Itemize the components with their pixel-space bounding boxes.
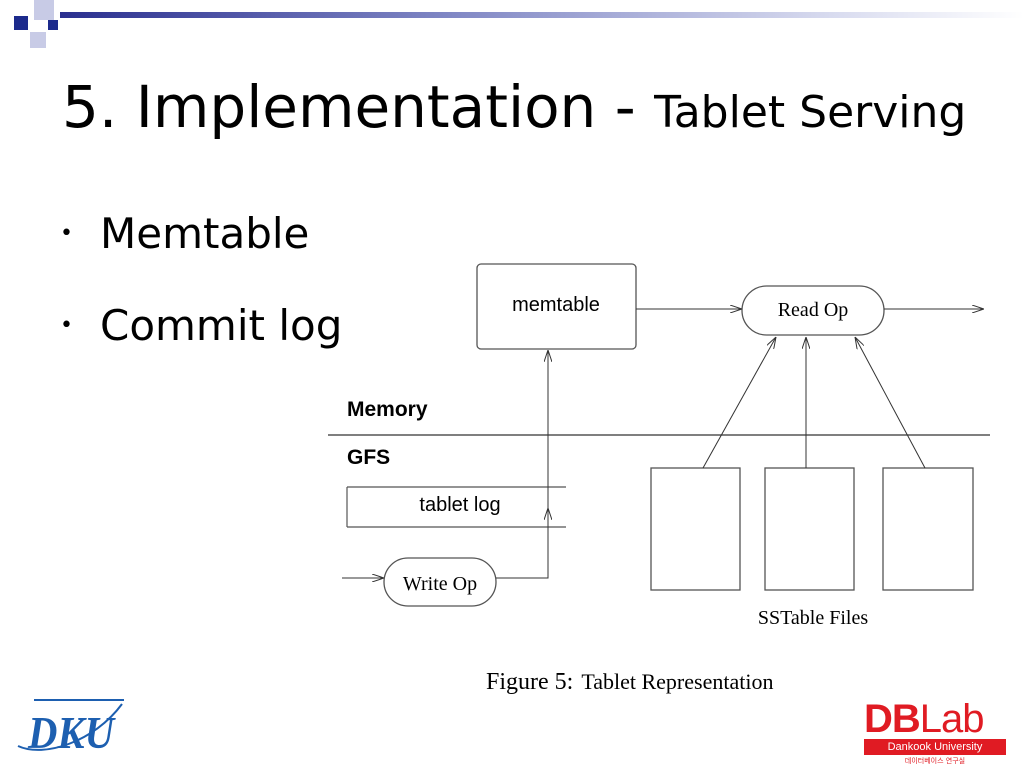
- dku-logo-text: DKU: [27, 707, 116, 758]
- dku-logo: DKU: [14, 696, 126, 762]
- dku-logo-mark: DKU: [17, 699, 124, 758]
- gfs-label: GFS: [347, 446, 390, 469]
- dblab-logo-text: DBLab: [864, 697, 1006, 741]
- figure-caption: Figure 5: Tablet Representation: [486, 669, 773, 695]
- sstable-file-box: [650, 467, 741, 591]
- sstable-files-label: SSTable Files: [758, 607, 868, 629]
- memtable-box: [476, 263, 637, 350]
- bullet-dot-icon: •: [60, 221, 73, 246]
- caption-label: Figure 5:: [486, 669, 573, 695]
- dblab-logo: DBLab Dankook University 데이터베이스 연구실: [864, 697, 1006, 766]
- header-square-light: [34, 0, 54, 20]
- header-gradient-bar: [60, 12, 1024, 18]
- dblab-korean-label: 데이터베이스 연구실: [904, 757, 966, 765]
- slide-title: 5. Implementation - Tablet Serving: [62, 78, 966, 136]
- read-op-label: Read Op: [778, 299, 849, 321]
- title-sub: Tablet Serving: [654, 87, 967, 138]
- sstable-file-box: [882, 467, 974, 591]
- bullet-list: • Memtable • Commit log: [60, 210, 342, 394]
- dblab-lab: Lab: [919, 697, 985, 741]
- sstable-to-readop-arrow: [702, 337, 776, 469]
- header-square-light-2: [30, 32, 46, 48]
- caption-text: Tablet Representation: [581, 669, 773, 694]
- dblab-university-bar: Dankook University: [864, 739, 1006, 755]
- sstable-to-readop-arrow: [855, 337, 926, 469]
- write-op-node: [383, 557, 497, 607]
- header-square-dark: [14, 16, 28, 30]
- bullet-dot-icon: •: [60, 313, 73, 338]
- memtable-label: memtable: [512, 294, 600, 316]
- sstable-file-box: [764, 467, 855, 591]
- tablet-log-label: tablet log: [419, 494, 500, 516]
- bullet-text: Memtable: [100, 209, 310, 258]
- memory-label: Memory: [347, 398, 428, 421]
- title-main: 5. Implementation -: [62, 73, 655, 141]
- write-op-label: Write Op: [403, 573, 477, 595]
- bullet-item: • Commit log: [60, 302, 342, 394]
- bullet-item: • Memtable: [60, 210, 342, 302]
- header-square-dark-2: [48, 20, 58, 30]
- dblab-db: DB: [864, 697, 921, 741]
- write-to-memtable-arrow: [496, 350, 548, 579]
- bullet-text: Commit log: [100, 301, 343, 350]
- read-op-node: [741, 285, 885, 336]
